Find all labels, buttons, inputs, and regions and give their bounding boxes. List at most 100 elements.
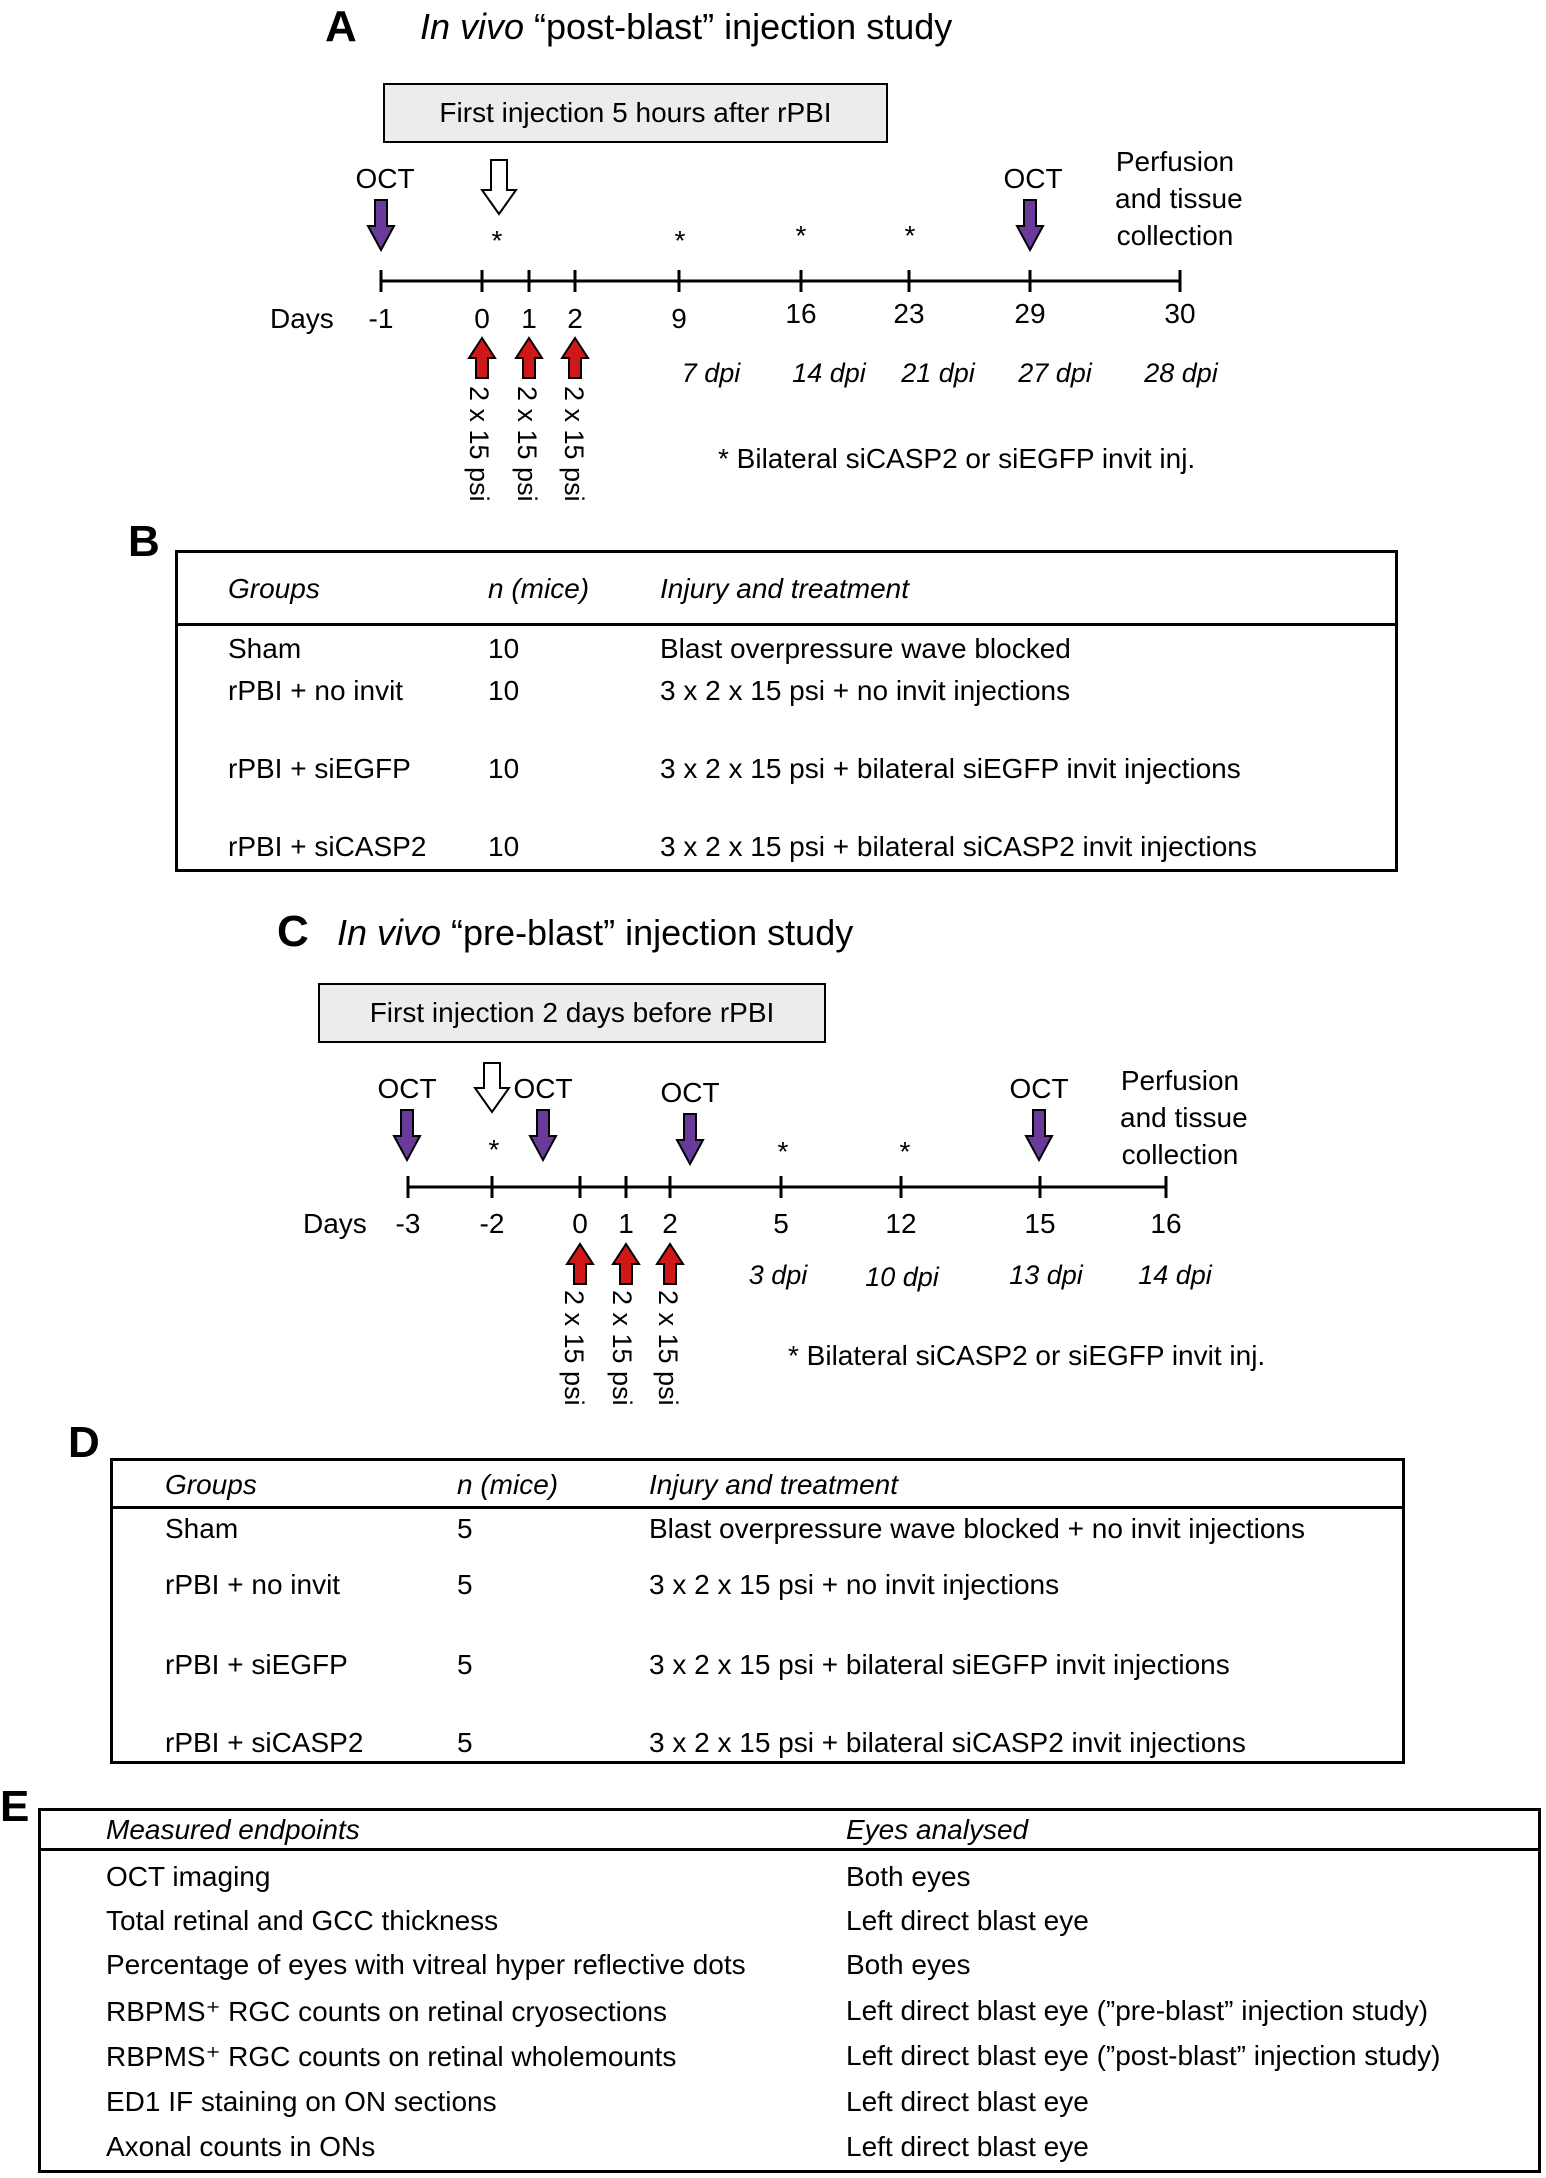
panel-c-oct-label-1: OCT <box>377 1073 437 1104</box>
panel-c-dpi-label: 10 dpi <box>865 1262 939 1292</box>
panel-a-title: In vivo “post-blast” injection study <box>420 6 952 48</box>
panel-a-star: * <box>904 220 916 251</box>
table-cell: Both eyes <box>846 1861 971 1892</box>
timeline-ticks <box>406 1176 1168 1198</box>
panel-a-psi-label: 2 x 15 psi <box>559 386 589 502</box>
panel-c-day-tick-label: 16 <box>1150 1208 1182 1239</box>
panel-c-title-rest: “pre-blast” injection study <box>441 912 854 953</box>
table-cell: Blast overpressure wave blocked + no inv… <box>649 1513 1306 1544</box>
panel-c-day-tick-label: -2 <box>479 1208 505 1239</box>
table-cell: 5 <box>457 1513 473 1544</box>
table-cell: rPBI + siEGFP <box>165 1649 348 1680</box>
panel-letter-a: A <box>325 2 357 51</box>
table-cell: Blast overpressure wave blocked <box>660 633 1071 664</box>
panel-a-timeline <box>366 159 1182 379</box>
blast-arrow-icon <box>565 1242 595 1285</box>
panel-a-day-tick-label: 23 <box>893 298 925 329</box>
header-groups: Groups <box>165 1469 257 1500</box>
table-cell: 3 x 2 x 15 psi + no invit injections <box>660 675 1071 706</box>
table-cell: 3 x 2 x 15 psi + bilateral siEGFP invit … <box>660 753 1241 784</box>
table-cell: 3 x 2 x 15 psi + bilateral siCASP2 invit… <box>649 1727 1246 1758</box>
panel-a-oct-label-1: OCT <box>355 163 415 194</box>
panel-c-footnote: * Bilateral siCASP2 or siEGFP invit inj. <box>788 1340 1266 1371</box>
blast-arrow-icon <box>560 336 590 379</box>
panel-a-dpi-label: 14 dpi <box>792 358 866 388</box>
blast-arrow-icon <box>467 336 497 379</box>
table-header-row: Measured endpoints Eyes analysed <box>41 1811 1538 1851</box>
panel-c-day-tick-label: 5 <box>773 1208 789 1239</box>
table-cell: Percentage of eyes with vitreal hyper re… <box>106 1949 746 1980</box>
panel-c-day-tick-label: -3 <box>395 1208 421 1239</box>
panel-c-callout: First injection 2 days before rPBI <box>318 983 826 1043</box>
panel-c-psi-label: 2 x 15 psi <box>607 1290 637 1406</box>
panel-e-table: Measured endpoints Eyes analysed OCT ima… <box>38 1808 1541 2173</box>
panel-c-oct-label-3: OCT <box>660 1077 720 1108</box>
panel-a-day-tick-label: 1 <box>521 303 537 334</box>
panel-a-dpi-label: 21 dpi <box>901 358 975 388</box>
oct-arrow-icon <box>1024 1109 1054 1163</box>
panel-c-title: In vivo “pre-blast” injection study <box>337 912 853 954</box>
table-cell: RBPMS⁺ RGC counts on retinal cryosection… <box>106 1996 667 2027</box>
panel-a-day-tick-label: 0 <box>474 303 490 334</box>
table-cell: rPBI + no invit <box>228 675 404 706</box>
table-cell: Sham <box>228 633 302 664</box>
panel-c-oct-label-4: OCT <box>1009 1073 1069 1104</box>
blast-arrow-icon <box>611 1242 641 1285</box>
table-cell: rPBI + siCASP2 <box>165 1727 364 1758</box>
panel-c-dpi-label: 13 dpi <box>1009 1260 1083 1290</box>
table-header-row: Groups n (mice) Injury and treatment <box>113 1461 1402 1509</box>
panel-a-oct-label-2: OCT <box>1003 163 1063 194</box>
perfusion-line: collection <box>1116 220 1234 251</box>
panel-c-dpi-label: 3 dpi <box>748 1260 808 1290</box>
perfusion-line: collection <box>1121 1139 1239 1170</box>
table-cell: 10 <box>488 675 520 706</box>
perfusion-line: and tissue <box>1120 1102 1248 1133</box>
table-cell: Total retinal and GCC thickness <box>106 1905 499 1936</box>
panel-a-psi-label: 2 x 15 psi <box>512 386 542 502</box>
panel-a-psi-label: 2 x 15 psi <box>464 386 494 502</box>
table-cell: 5 <box>457 1649 473 1680</box>
panel-a-days-label: Days <box>270 303 334 334</box>
panel-a-day-tick-label: 9 <box>671 303 687 334</box>
panel-c-star: * <box>777 1136 789 1167</box>
panel-c-day-tick-label: 12 <box>885 1208 917 1239</box>
oct-arrow-icon <box>528 1109 558 1163</box>
panel-c-day-tick-label: 1 <box>618 1208 634 1239</box>
header-n-mice: n (mice) <box>457 1469 559 1500</box>
panel-a-day-tick-label: 2 <box>567 303 583 334</box>
table-cell: Axonal counts in ONs <box>106 2131 376 2162</box>
table-cell: Sham <box>165 1513 239 1544</box>
table-cell: ED1 IF staining on ON sections <box>106 2086 497 2117</box>
timeline-ticks <box>379 270 1182 292</box>
panel-c-day-tick-label: 0 <box>572 1208 588 1239</box>
panel-letter-b: B <box>128 517 160 566</box>
panel-c-days-label: Days <box>303 1208 367 1239</box>
table-cell: 3 x 2 x 15 psi + bilateral siEGFP invit … <box>649 1649 1230 1680</box>
panel-c-perfusion: Perfusion and tissue collection <box>1120 1062 1248 1173</box>
header-measured-endpoints: Measured endpoints <box>106 1814 360 1845</box>
panel-c-oct-label-2: OCT <box>513 1073 573 1104</box>
panel-a-day-tick-label: 29 <box>1014 298 1046 329</box>
panel-a-star: * <box>674 225 686 256</box>
panel-c-timeline <box>392 1062 1168 1285</box>
table-cell: rPBI + siCASP2 <box>228 831 427 862</box>
panel-a-dpi-label: 7 dpi <box>681 358 741 388</box>
panel-a-dpi-label: 27 dpi <box>1018 358 1092 388</box>
panel-a-callout: First injection 5 hours after rPBI <box>383 83 888 143</box>
table-cell: Left direct blast eye <box>846 1905 1089 1936</box>
header-eyes-analysed: Eyes analysed <box>846 1814 1029 1845</box>
panel-letter-d: D <box>68 1418 100 1467</box>
perfusion-line: and tissue <box>1115 183 1243 214</box>
panel-c-dpi-label: 14 dpi <box>1138 1260 1212 1290</box>
panel-a-title-italic: In vivo <box>420 6 525 47</box>
table-cell: 3 x 2 x 15 psi + bilateral siCASP2 invit… <box>660 831 1257 862</box>
table-cell: Left direct blast eye <box>846 2086 1089 2117</box>
panel-a-star: * <box>491 225 503 256</box>
panel-c-star: * <box>899 1136 911 1167</box>
injection-arrow-icon <box>480 159 518 216</box>
panel-a-day-tick-label: 16 <box>785 298 817 329</box>
table-cell: 5 <box>457 1727 473 1758</box>
panel-c-star: * <box>488 1134 500 1165</box>
blast-arrow-icon <box>655 1242 685 1285</box>
